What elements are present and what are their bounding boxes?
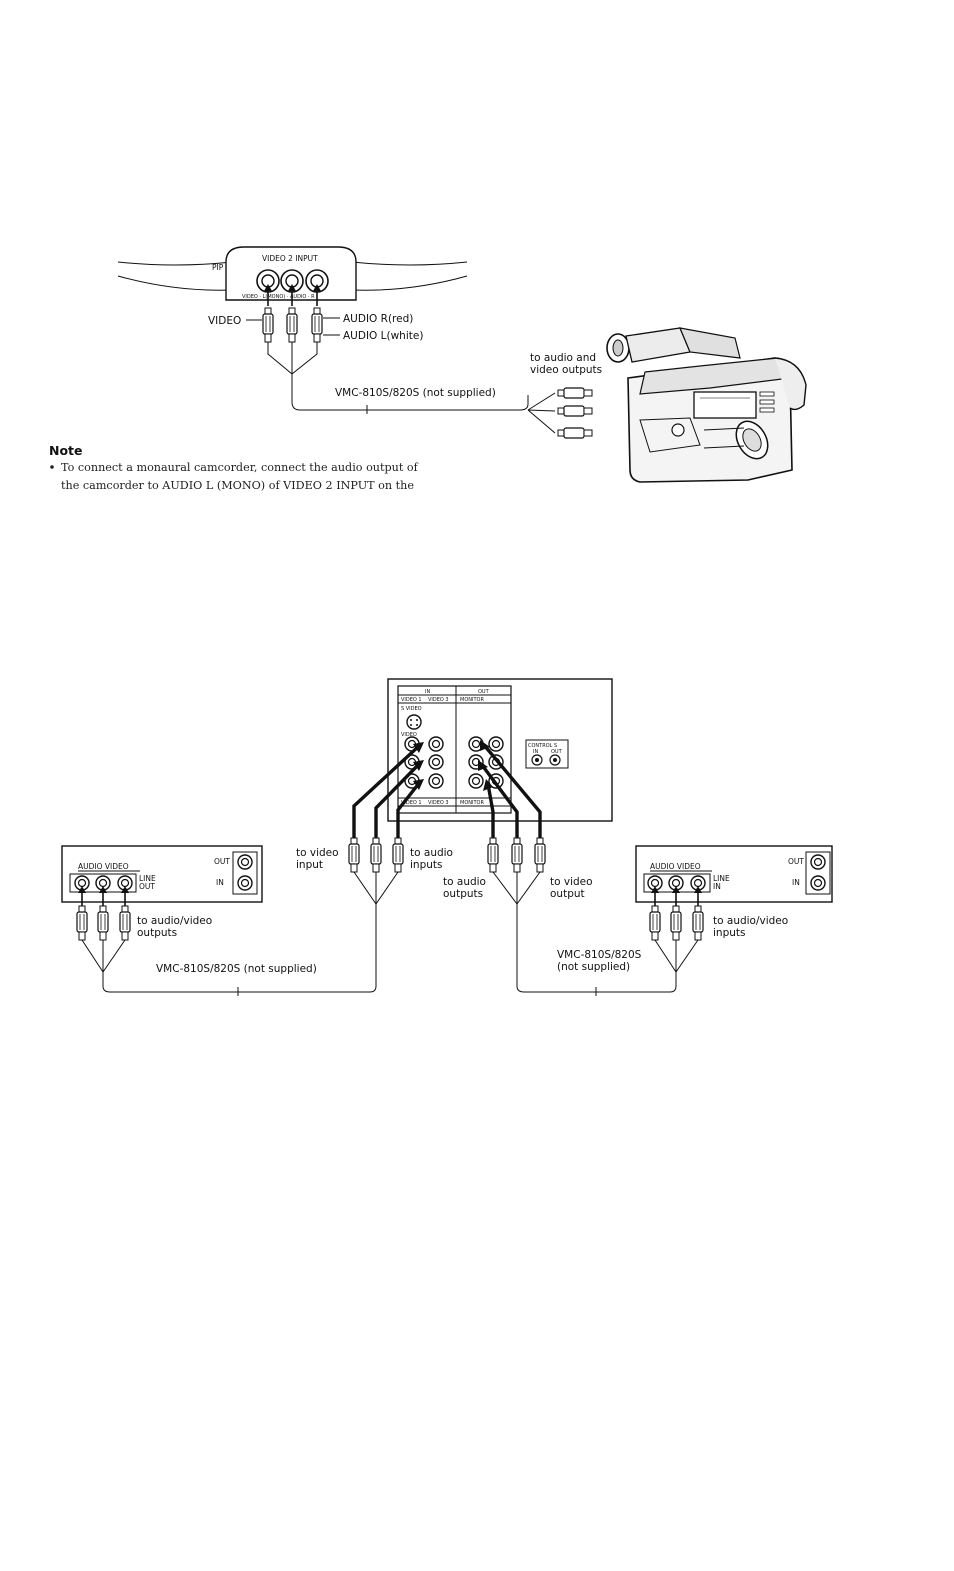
- tv-in-jack-1b: [428, 736, 444, 752]
- cable-right-label-2: (not supplied): [557, 961, 630, 973]
- tv-out-label: OUT: [478, 689, 490, 695]
- vcr-right-plug-1: [649, 905, 661, 941]
- audio-r-label: AUDIO R(red): [343, 313, 413, 325]
- vcr-right-caption-1: to audio/video: [713, 915, 788, 927]
- to-audio-inputs-2: inputs: [410, 859, 442, 871]
- audio-l-label: AUDIO L(white): [343, 330, 423, 342]
- jack-caption: VIDEO · L(MONO) · AUDIO · R: [242, 294, 315, 300]
- camcorder-label-2: video outputs: [530, 364, 602, 376]
- note-line-1: To connect a monaural camcorder, connect…: [61, 461, 419, 474]
- diagram-vcr-connection: IN OUT VIDEO 1 VIDEO 3 MONITOR S VIDEO V…: [61, 678, 833, 996]
- camcorder-illustration: [606, 327, 807, 483]
- tv-monitor-bottom: MONITOR: [460, 800, 484, 806]
- vcr-right-audio-video: AUDIO VIDEO: [650, 862, 701, 871]
- tv-video3-bottom: VIDEO 3: [428, 800, 449, 806]
- tv-out-plug-2: [511, 837, 523, 873]
- vcr-right-line: LINE: [713, 874, 730, 883]
- cam-plug-3: [557, 427, 593, 439]
- tv-in-plug-1: [348, 837, 360, 873]
- cable-1: [291, 374, 529, 411]
- vcr-left-line: LINE: [139, 874, 156, 883]
- diagram-camcorder-connection: PIP VIDEO 2 INPUT VIDEO · L(MONO) · AUDI…: [117, 246, 807, 483]
- vcr-left-rf-in: [237, 875, 253, 891]
- note-line-2: the camcorder to AUDIO L (MONO) of VIDEO…: [61, 479, 414, 492]
- cable-right: [516, 904, 677, 993]
- tv-out-jack-3a: [468, 773, 484, 789]
- vcr-left-caption-2: outputs: [137, 927, 177, 939]
- vcr-left-caption-1: to audio/video: [137, 915, 212, 927]
- vcr-right-rf-in: [810, 875, 826, 891]
- vcr-left-in: IN: [216, 878, 224, 887]
- vcr-right-in: IN: [792, 878, 800, 887]
- camcorder-label-1: to audio and: [530, 352, 596, 364]
- tv-video1-label: VIDEO 1: [401, 697, 422, 703]
- pip-label: PIP: [212, 263, 224, 272]
- to-video-input-1: to video: [296, 847, 339, 859]
- tv-out-jack-1b: [488, 736, 504, 752]
- vcr-left-plug-2: [97, 905, 109, 941]
- cam-plug-2: [557, 405, 593, 417]
- vcr-left-audio-video: AUDIO VIDEO: [78, 862, 129, 871]
- vcr-left-rf-out: [237, 854, 253, 870]
- to-audio-outputs-2: outputs: [443, 888, 483, 900]
- tv-in-plug-3: [392, 837, 404, 873]
- tv-in-jack-2b: [428, 754, 444, 770]
- to-audio-inputs-1: to audio: [410, 847, 453, 859]
- cable-right-label-1: VMC-810S/820S: [557, 949, 642, 961]
- video-label: VIDEO: [208, 315, 241, 327]
- vcr-left-plug-3: [119, 905, 131, 941]
- vcr-right-plug-3: [692, 905, 704, 941]
- vcr-right-caption-2: inputs: [713, 927, 745, 939]
- tv-svideo-label: S VIDEO: [401, 706, 422, 712]
- cam-plug-1: [557, 387, 593, 399]
- cable-left: [102, 904, 377, 993]
- cable-1-label: VMC-810S/820S (not supplied): [335, 387, 496, 399]
- control-s-label: CONTROL S: [528, 743, 557, 749]
- tv-monitor-label: MONITOR: [460, 697, 484, 703]
- to-audio-outputs-1: to audio: [443, 876, 486, 888]
- audio-r-plug: [311, 307, 323, 343]
- control-s-in: IN: [533, 749, 538, 755]
- cable-left-label: VMC-810S/820S (not supplied): [156, 963, 317, 975]
- video2-input-title: VIDEO 2 INPUT: [262, 254, 318, 263]
- svideo-jack: [406, 714, 422, 730]
- to-video-output-1: to video: [550, 876, 593, 888]
- vcr-left-out: OUT: [214, 857, 230, 866]
- tv-out-plug-1: [487, 837, 499, 873]
- video-plug: [262, 307, 274, 343]
- tv-in-label: IN: [425, 689, 430, 695]
- note-section: Note To connect a monaural camcorder, co…: [49, 443, 419, 492]
- vcr-right-out: OUT: [788, 857, 804, 866]
- vcr-left-plug-1: [76, 905, 88, 941]
- audio-l-plug: [286, 307, 298, 343]
- tv-video-jack-label: VIDEO: [401, 732, 417, 738]
- to-video-output-2: output: [550, 888, 585, 900]
- vcr-right-rf-out: [810, 854, 826, 870]
- tv-in-plug-2: [370, 837, 382, 873]
- vcr-right-plug-2: [670, 905, 682, 941]
- vcr-left-line-dir: OUT: [139, 882, 155, 891]
- to-video-input-2: input: [296, 859, 323, 871]
- tv-out-plug-3: [534, 837, 546, 873]
- note-heading: Note: [49, 443, 83, 458]
- vcr-right-line-dir: IN: [713, 882, 721, 891]
- tv-video3-label: VIDEO 3: [428, 697, 449, 703]
- control-s-out: OUT: [551, 749, 563, 755]
- tv-video1-bottom: VIDEO 1: [401, 800, 422, 806]
- tv-in-jack-3b: [428, 773, 444, 789]
